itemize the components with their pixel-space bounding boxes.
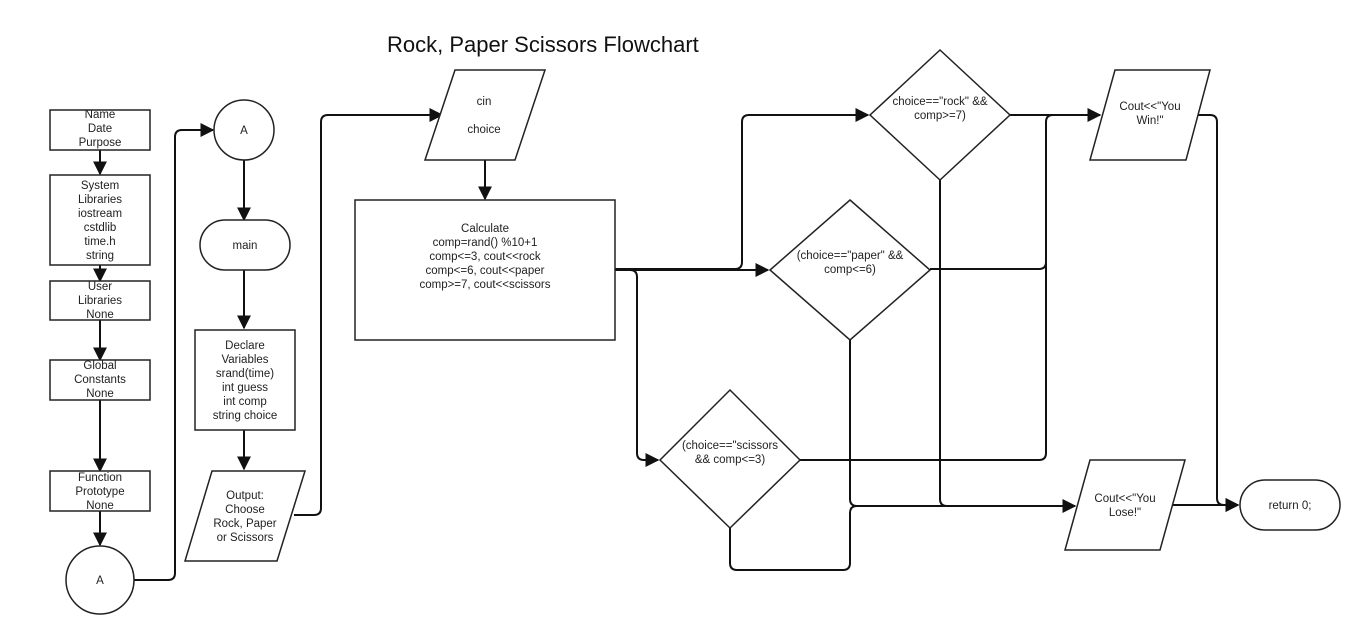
label-line: comp>=7): [914, 110, 966, 122]
label-line: None: [86, 309, 114, 321]
label-line: main: [233, 240, 258, 252]
label-line: Variables: [221, 354, 268, 366]
label-line: Constants: [74, 374, 126, 386]
connector-a-top: A: [213, 99, 275, 161]
label-line: Cout<<"You: [1094, 493, 1155, 505]
label-line: None: [86, 500, 114, 512]
label-line: cstdlib: [84, 222, 117, 234]
label-line: Output:: [226, 490, 264, 502]
label-line: choice: [467, 124, 500, 136]
connector-a-bottom-label: A: [96, 575, 104, 587]
label-line: int comp: [223, 396, 266, 408]
label-line: User: [88, 281, 112, 293]
connector-a-top-label: A: [240, 125, 248, 137]
connector-rock-to-lose: [939, 180, 1077, 513]
connector-scissors-to-win: [800, 122, 1047, 461]
decision-rock-label: choice=="rock" && comp>=7): [892, 96, 987, 122]
label-line: System: [81, 180, 119, 192]
label-line: && comp<=3): [695, 454, 765, 466]
decision-rock: choice=="rock" && comp>=7): [868, 48, 1012, 182]
label-line: string choice: [213, 410, 278, 422]
label-line: Date: [88, 123, 112, 135]
label-line: cin: [477, 96, 492, 108]
label-line: Function: [78, 472, 122, 484]
label-line: (choice=="paper" &&: [797, 250, 904, 262]
label-line: int guess: [222, 382, 268, 394]
label-line: comp<=6, cout<<paper: [426, 265, 545, 277]
decision-paper-label: (choice=="paper" && comp<=6): [797, 250, 904, 276]
cin-choice-label: cin choice: [467, 96, 500, 136]
label-line: Rock, Paper: [213, 518, 276, 530]
label-line: string: [86, 250, 114, 262]
decision-scissors-label: (choice=="scissors && comp<=3): [682, 440, 778, 466]
label-line: Declare: [225, 340, 265, 352]
connector-calculate-to-scissors: [615, 269, 660, 467]
label-line: Calculate: [461, 223, 509, 235]
connector-win-to-return: [1186, 114, 1240, 512]
label-line: (choice=="scissors: [682, 440, 778, 452]
label-line: Libraries: [78, 194, 122, 206]
decision-scissors: (choice=="scissors && comp<=3): [658, 388, 802, 530]
label-line: Win!": [1136, 115, 1163, 127]
return-label: return 0;: [1269, 500, 1312, 512]
connector-a-to-a: [133, 123, 215, 581]
label-line: Libraries: [78, 295, 122, 307]
connector-output-to-cin: [294, 108, 444, 516]
label-line: srand(time): [216, 368, 274, 380]
main-label: main: [233, 240, 258, 252]
label-line: A: [240, 125, 248, 137]
label-line: comp<=6): [824, 264, 876, 276]
label-line: or Scissors: [217, 532, 274, 544]
connector-a-bottom: A: [65, 545, 135, 615]
label-line: Choose: [225, 504, 265, 516]
label-line: Purpose: [79, 137, 122, 149]
label-line: choice=="rock" &&: [892, 96, 987, 108]
label-line: None: [86, 388, 114, 400]
diagram-title: Rock, Paper Scissors Flowchart: [387, 32, 699, 57]
label-line: Name: [85, 109, 116, 121]
label-line: comp>=7, cout<<scissors: [419, 279, 550, 291]
decision-paper: (choice=="paper" && comp<=6): [768, 199, 932, 341]
connectors: [93, 108, 1240, 581]
calculate-block: Calculate comp=rand() %10+1 comp<=3, cout<…: [354, 199, 616, 341]
label-line: comp<=3, cout<<rock: [429, 251, 540, 263]
cin-choice-parallelogram: cin choice: [423, 69, 547, 161]
label-line: iostream: [78, 208, 122, 220]
calculate-label: Calculate comp=rand() %10+1 comp<=3, cout<…: [419, 223, 550, 291]
label-line: return 0;: [1269, 500, 1312, 512]
label-line: comp=rand() %10+1: [433, 237, 538, 249]
return-terminal: return 0;: [1239, 479, 1341, 531]
label-line: Global: [83, 360, 116, 372]
connector-scissors-to-lose: [729, 505, 858, 571]
label-line: time.h: [84, 236, 115, 248]
label-line: Prototype: [75, 486, 124, 498]
connector-paper-to-lose: [849, 340, 1075, 507]
label-line: Lose!": [1109, 507, 1141, 519]
label-line: Cout<<"You: [1119, 101, 1180, 113]
main-terminal: main: [199, 219, 291, 271]
label-line: A: [96, 575, 104, 587]
connector-calculate-to-rock: [615, 108, 870, 270]
